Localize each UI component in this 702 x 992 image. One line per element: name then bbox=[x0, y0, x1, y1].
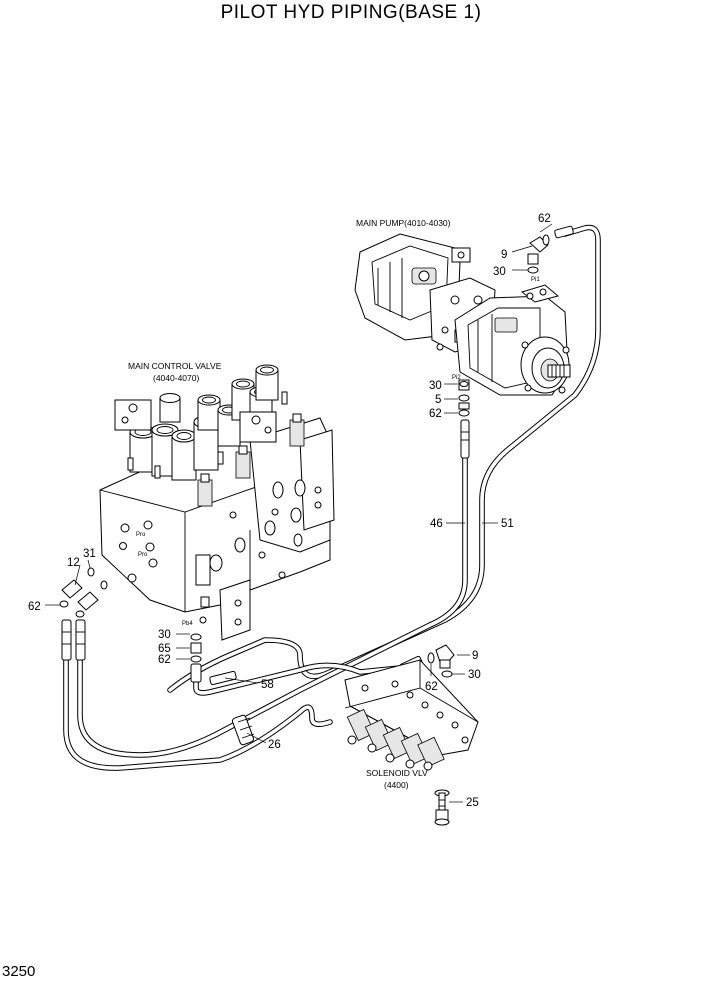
main-control-valve bbox=[99, 364, 335, 683]
hose-mcv-lower bbox=[63, 637, 333, 771]
callout-65: 65 bbox=[158, 643, 171, 655]
mcv-port-pb4: Pb4 bbox=[182, 621, 193, 627]
page-title: PILOT HYD PIPING(BASE 1) bbox=[220, 2, 482, 23]
callout-46: 46 bbox=[430, 518, 443, 530]
hose-46 bbox=[77, 425, 468, 758]
solenoid-valve-label: SOLENOID VLV bbox=[366, 768, 428, 778]
callout-51: 51 bbox=[501, 518, 514, 530]
clamp-26 bbox=[231, 714, 255, 746]
solenoid-coils bbox=[346, 708, 445, 771]
leader-lines bbox=[45, 223, 553, 803]
callout-62: 62 bbox=[425, 681, 438, 693]
callout-62: 62 bbox=[538, 213, 551, 225]
callout-62: 62 bbox=[28, 601, 41, 613]
mcv-side-fittings bbox=[59, 567, 108, 618]
main-pump-label: MAIN PUMP(4010-4030) bbox=[356, 218, 451, 228]
callout-30: 30 bbox=[468, 669, 481, 681]
callout-62: 62 bbox=[429, 408, 442, 420]
mcv-label: MAIN CONTROL VALVE bbox=[128, 361, 222, 371]
callout-12: 12 bbox=[67, 557, 80, 569]
solenoid-valve bbox=[344, 644, 479, 826]
callout-62: 62 bbox=[158, 654, 171, 666]
mcv-spools bbox=[114, 364, 279, 481]
mcv-ports bbox=[119, 479, 322, 583]
mcv-pins bbox=[127, 391, 288, 479]
mcv-relief-valves bbox=[195, 413, 305, 608]
callout-25: 25 bbox=[466, 797, 479, 809]
callout-58: 58 bbox=[261, 679, 274, 691]
mcv-range: (4040-4070) bbox=[153, 373, 199, 383]
callout-9: 9 bbox=[472, 650, 478, 662]
callout-31: 31 bbox=[83, 548, 96, 560]
pump-port-pi2: Pi2 bbox=[452, 375, 461, 381]
callout-9: 9 bbox=[501, 249, 507, 261]
solenoid-valve-range: (4400) bbox=[384, 780, 409, 790]
callout-5: 5 bbox=[435, 394, 441, 406]
mcv-port-pro-2: Pro bbox=[138, 552, 148, 558]
hose-51 bbox=[167, 224, 601, 693]
callouts: 62 9 30 30 5 62 46 51 12 31 62 30 65 62 … bbox=[28, 213, 551, 809]
mcv-port-pro-1: Pro bbox=[136, 532, 146, 538]
callout-30: 30 bbox=[493, 266, 506, 278]
callout-26: 26 bbox=[268, 739, 281, 751]
main-pump bbox=[354, 233, 571, 417]
callout-30: 30 bbox=[158, 629, 171, 641]
callout-30: 30 bbox=[429, 380, 442, 392]
pump-port-pi1: Pi1 bbox=[531, 277, 540, 283]
page-number: 3250 bbox=[2, 963, 36, 980]
